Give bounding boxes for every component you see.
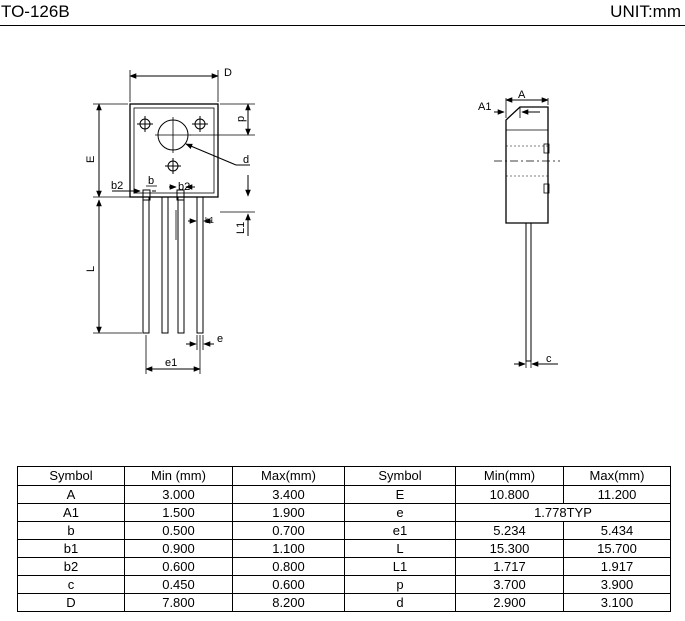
label-E: E (85, 156, 97, 163)
package-drawing: D E L p d b b2 b2 b1 L1 e e1 (85, 67, 560, 374)
cell-min: 1.717 (455, 557, 564, 576)
cell-max: 3.100 (563, 593, 671, 612)
front-view-labels: D E L p d b b2 b2 b1 L1 e e1 (85, 67, 249, 369)
cell-min: 3.000 (124, 485, 233, 504)
package-body-inner (133, 107, 215, 194)
unit-label: UNIT:mm (610, 2, 681, 21)
table-row: A1 1.500 1.900 e 1.778TYP (17, 503, 671, 522)
cell-min: 0.450 (124, 575, 233, 594)
cell-min: 0.600 (124, 557, 233, 576)
cell-max: 0.700 (232, 521, 345, 540)
cell-symbol: e (344, 503, 456, 522)
table-row: b2 0.600 0.800 L1 1.717 1.917 (17, 557, 671, 576)
label-p: p (235, 116, 247, 122)
cell-min: 10.800 (455, 485, 564, 504)
page-header: TO-126B UNIT:mm (0, 0, 685, 26)
header-min-1: Min (mm) (124, 466, 233, 486)
cell-max: 3.400 (232, 485, 345, 504)
dimension-table: Symbol Min (mm) Max(mm) Symbol Min(mm) M… (17, 466, 671, 612)
table-row: A 3.000 3.400 E 10.800 11.200 (17, 485, 671, 504)
label-e: e (217, 333, 223, 345)
label-e1: e1 (165, 357, 177, 369)
cell-symbol: E (344, 485, 456, 504)
label-b2-left: b2 (111, 180, 123, 192)
cell-symbol: c (17, 575, 125, 594)
table-row: b1 0.900 1.100 L 15.300 15.700 (17, 539, 671, 558)
cell-min: 3.700 (455, 575, 564, 594)
package-body (129, 103, 219, 198)
cell-symbol: b (17, 521, 125, 540)
label-b2-right: b2 (178, 181, 190, 193)
label-c: c (546, 353, 552, 365)
package-title: TO-126B (1, 2, 70, 21)
header-max-2: Max(mm) (563, 466, 671, 486)
label-L1: L1 (235, 222, 247, 234)
cell-symbol: e1 (344, 521, 456, 540)
cell-max: 1.900 (232, 503, 345, 522)
cell-max: 1.917 (563, 557, 671, 576)
lead-1 (142, 196, 150, 334)
label-b: b (148, 175, 154, 187)
lead-2 (161, 196, 169, 334)
label-A1: A1 (478, 101, 491, 113)
cell-symbol: L1 (344, 557, 456, 576)
label-L: L (85, 266, 97, 272)
table-row: D 7.800 8.200 d 2.900 3.100 (17, 593, 671, 612)
lead-3 (177, 196, 185, 334)
cell-min: 0.500 (124, 521, 233, 540)
label-A: A (518, 89, 526, 101)
front-view (93, 70, 255, 374)
cell-min: 0.900 (124, 539, 233, 558)
cell-min: 1.500 (124, 503, 233, 522)
header-symbol-2: Symbol (344, 466, 456, 486)
side-lead (525, 222, 532, 362)
cell-symbol: d (344, 593, 456, 612)
lead-4 (196, 196, 204, 334)
label-d: d (243, 154, 249, 166)
cell-typ: 1.778TYP (455, 503, 671, 522)
cell-symbol: p (344, 575, 456, 594)
table-row: b 0.500 0.700 e1 5.234 5.434 (17, 521, 671, 540)
header-max-1: Max(mm) (232, 466, 345, 486)
cell-symbol: b2 (17, 557, 125, 576)
table-row: c 0.450 0.600 p 3.700 3.900 (17, 575, 671, 594)
cell-symbol: A1 (17, 503, 125, 522)
side-view-labels: A A1 c (478, 89, 552, 365)
cell-max: 0.600 (232, 575, 345, 594)
cell-min: 5.234 (455, 521, 564, 540)
label-b1: b1 (205, 216, 214, 225)
table-header-row: Symbol Min (mm) Max(mm) Symbol Min(mm) M… (17, 466, 671, 486)
side-view (494, 97, 560, 368)
cell-symbol: b1 (17, 539, 125, 558)
cell-max: 1.100 (232, 539, 345, 558)
cell-min: 15.300 (455, 539, 564, 558)
cell-max: 3.900 (563, 575, 671, 594)
cell-max: 15.700 (563, 539, 671, 558)
cell-max: 8.200 (232, 593, 345, 612)
cell-symbol: D (17, 593, 125, 612)
label-D: D (224, 67, 232, 79)
cell-symbol: L (344, 539, 456, 558)
cell-max: 5.434 (563, 521, 671, 540)
cell-max: 11.200 (563, 485, 671, 504)
header-symbol-1: Symbol (17, 466, 125, 486)
header-min-2: Min(mm) (455, 466, 564, 486)
cell-max: 0.800 (232, 557, 345, 576)
cell-min: 7.800 (124, 593, 233, 612)
side-body (505, 106, 549, 224)
cell-symbol: A (17, 485, 125, 504)
cell-min: 2.900 (455, 593, 564, 612)
